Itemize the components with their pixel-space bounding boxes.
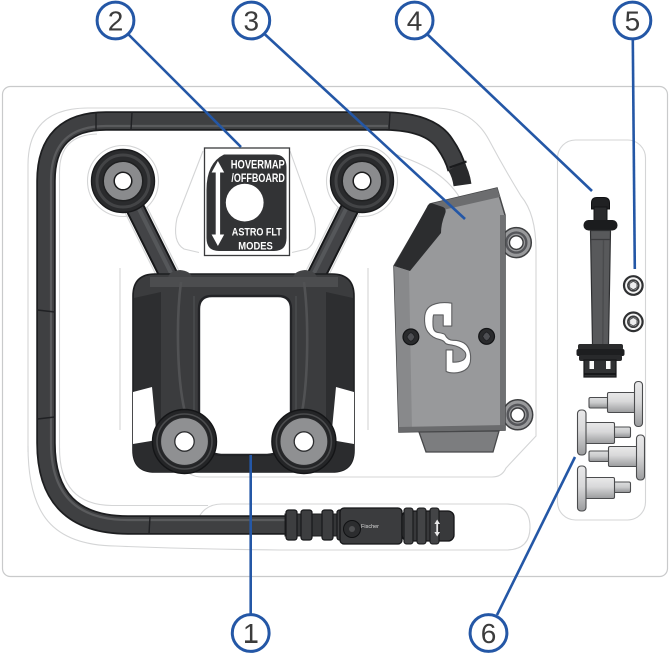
svg-text:Fischer: Fischer — [361, 524, 379, 530]
svg-text:2: 2 — [108, 6, 124, 37]
svg-text:1: 1 — [243, 618, 259, 649]
svg-text:/OFFBOARD: /OFFBOARD — [231, 171, 285, 185]
svg-text:ASTRO FLT: ASTRO FLT — [232, 227, 282, 239]
svg-text:4: 4 — [407, 6, 423, 37]
svg-text:HOVERMAP: HOVERMAP — [231, 158, 285, 172]
svg-text:MODES: MODES — [238, 241, 272, 253]
svg-text:6: 6 — [481, 618, 497, 649]
svg-text:3: 3 — [244, 6, 260, 37]
svg-text:5: 5 — [625, 6, 641, 37]
